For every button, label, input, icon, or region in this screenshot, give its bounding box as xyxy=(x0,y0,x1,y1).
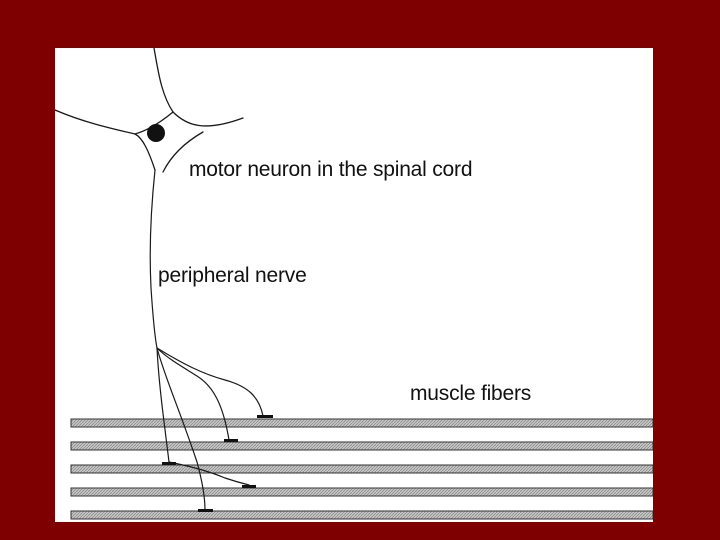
axon-branch xyxy=(156,347,230,441)
muscle-fibers xyxy=(70,418,653,520)
dendrite xyxy=(172,111,244,127)
peripheral-nerve-label: peripheral nerve xyxy=(158,264,307,287)
axon-branches xyxy=(149,169,264,511)
neuron-diagram xyxy=(55,48,653,520)
dendrite xyxy=(162,131,204,173)
nucleus xyxy=(147,124,165,142)
neuromuscular-junction xyxy=(257,415,273,418)
neuromuscular-junctions xyxy=(162,415,273,512)
muscle-fibers-label: muscle fibers xyxy=(410,382,532,405)
axon-branch xyxy=(156,347,264,417)
muscle-fiber xyxy=(70,464,653,474)
neuromuscular-junction xyxy=(198,509,213,512)
axon-branch xyxy=(168,461,250,486)
muscle-fiber xyxy=(70,487,653,497)
neuromuscular-junction xyxy=(242,485,256,488)
neuromuscular-junction xyxy=(224,439,238,442)
dendrite xyxy=(55,109,136,135)
muscle-fiber xyxy=(70,418,653,428)
motor-neuron-label: motor neuron in the spinal cord xyxy=(189,158,473,181)
diagram-panel: motor neuron in the spinal cord peripher… xyxy=(55,48,653,522)
neuron-cell-body xyxy=(55,48,244,173)
neuromuscular-junction xyxy=(162,462,176,465)
axon-branch xyxy=(156,347,206,511)
dendrite xyxy=(153,48,174,113)
muscle-fiber xyxy=(70,510,653,520)
muscle-fiber xyxy=(70,441,653,451)
axon-branch xyxy=(156,347,170,463)
dendrite xyxy=(134,133,156,171)
axon xyxy=(149,169,158,349)
